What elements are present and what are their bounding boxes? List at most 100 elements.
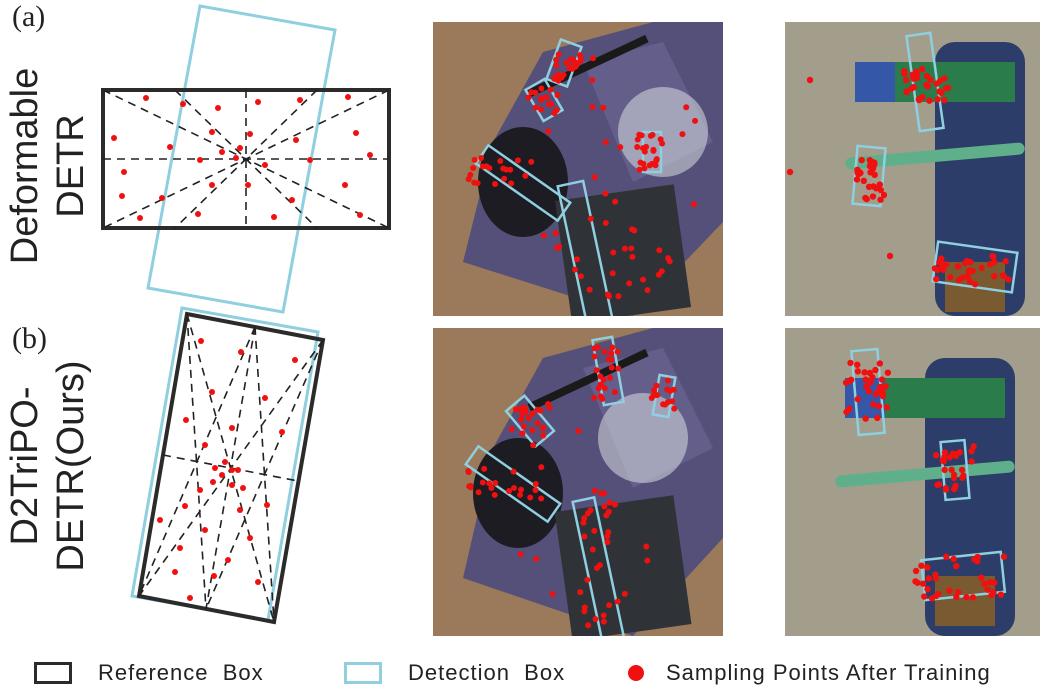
sampling-point <box>292 357 298 363</box>
sampling-point <box>875 402 883 410</box>
sampling-point <box>958 474 966 481</box>
legend-reference-box-label: Reference Box <box>98 660 264 685</box>
sampling-point <box>225 557 231 563</box>
sampling-point <box>574 256 581 263</box>
sampling-point <box>978 264 985 272</box>
sampling-point <box>219 149 225 155</box>
sampling-point <box>876 360 884 367</box>
sampling-point <box>538 495 545 502</box>
sampling-point <box>921 593 928 600</box>
sampling-point <box>580 519 587 526</box>
sampling-point <box>235 467 241 473</box>
sampling-point <box>357 212 363 218</box>
sampling-point <box>519 430 526 437</box>
sampling-point <box>912 578 919 585</box>
sampling-point <box>527 494 534 501</box>
sampling-point <box>219 472 225 478</box>
photo-scene-1-ours <box>433 328 723 636</box>
sampling-point <box>679 131 686 138</box>
sampling-point <box>528 158 535 165</box>
sampling-point <box>609 270 616 277</box>
sampling-point <box>552 230 559 237</box>
sampling-point <box>177 545 183 551</box>
sampling-point <box>621 590 628 597</box>
sampling-point <box>554 245 561 252</box>
sampling-point <box>963 593 970 601</box>
sampling-point <box>525 94 532 101</box>
sampling-point <box>297 97 303 103</box>
sampling-point <box>664 377 671 384</box>
sampling-point <box>586 286 593 293</box>
sampling-point <box>950 471 958 479</box>
sampling-point <box>854 368 862 375</box>
sampling-point <box>872 366 879 374</box>
sampling-point <box>786 168 794 176</box>
sampling-point <box>667 387 674 394</box>
sampling-point <box>581 533 588 540</box>
sampling-point <box>886 252 894 260</box>
sampling-point <box>990 253 997 260</box>
sampling-point <box>872 185 880 192</box>
sampling-point <box>587 215 594 222</box>
sampling-point <box>481 465 488 472</box>
sampling-point <box>683 104 690 111</box>
sampling-point <box>923 81 930 89</box>
sampling-point <box>962 259 969 267</box>
sampling-point <box>345 94 351 100</box>
sampling-point <box>518 416 525 423</box>
legend-sampling-points: Sampling Points After Training <box>628 660 991 686</box>
panel-label-a: (a) <box>12 0 46 33</box>
sampling-point <box>157 517 163 523</box>
sampling-point <box>599 395 606 402</box>
sampling-point <box>600 104 607 111</box>
sampling-point <box>628 245 635 252</box>
sampling-point <box>492 181 499 188</box>
sampling-point <box>568 56 575 63</box>
sampling-point <box>474 180 481 187</box>
sampling-points-a <box>111 94 373 221</box>
sampling-point <box>958 274 966 281</box>
sampling-point <box>577 57 584 64</box>
sampling-point <box>601 348 608 355</box>
sampling-point <box>532 104 539 111</box>
sampling-point <box>934 266 941 274</box>
sampling-point <box>255 579 261 585</box>
sampling-point <box>869 193 877 200</box>
sampling-point <box>598 490 605 497</box>
sampling-point <box>883 404 891 411</box>
sampling-point <box>612 501 619 508</box>
sampling-point <box>353 130 359 136</box>
sampling-point <box>521 409 528 416</box>
sampling-point <box>172 569 178 575</box>
sampling-point <box>553 62 560 69</box>
sampling-point <box>870 162 877 169</box>
sampling-point <box>475 489 482 496</box>
sampling-point <box>525 415 532 422</box>
sampling-point <box>653 156 660 163</box>
sampling-point <box>902 76 910 84</box>
sampling-point <box>507 166 514 173</box>
sampling-point <box>584 510 591 517</box>
sampling-point <box>534 420 541 427</box>
sampling-point <box>577 589 584 596</box>
sampling-point <box>926 97 933 104</box>
sampling-point <box>943 553 950 561</box>
sampling-point <box>853 176 861 183</box>
sampling-point <box>215 105 221 111</box>
sampling-point <box>529 410 536 417</box>
sampling-point <box>486 165 493 172</box>
sampling-point <box>918 562 925 569</box>
sampling-point <box>653 382 660 389</box>
sampling-point <box>271 214 277 220</box>
sampling-point <box>649 160 656 167</box>
sampling-point <box>607 374 614 381</box>
sampling-point <box>533 555 540 562</box>
sampling-point <box>229 425 235 431</box>
sampling-point <box>690 201 697 208</box>
sampling-point <box>209 182 215 188</box>
sampling-point <box>532 487 539 494</box>
sampling-point <box>878 376 886 383</box>
sampling-point <box>601 385 608 392</box>
sampling-point <box>601 503 608 510</box>
sampling-point <box>640 160 647 167</box>
